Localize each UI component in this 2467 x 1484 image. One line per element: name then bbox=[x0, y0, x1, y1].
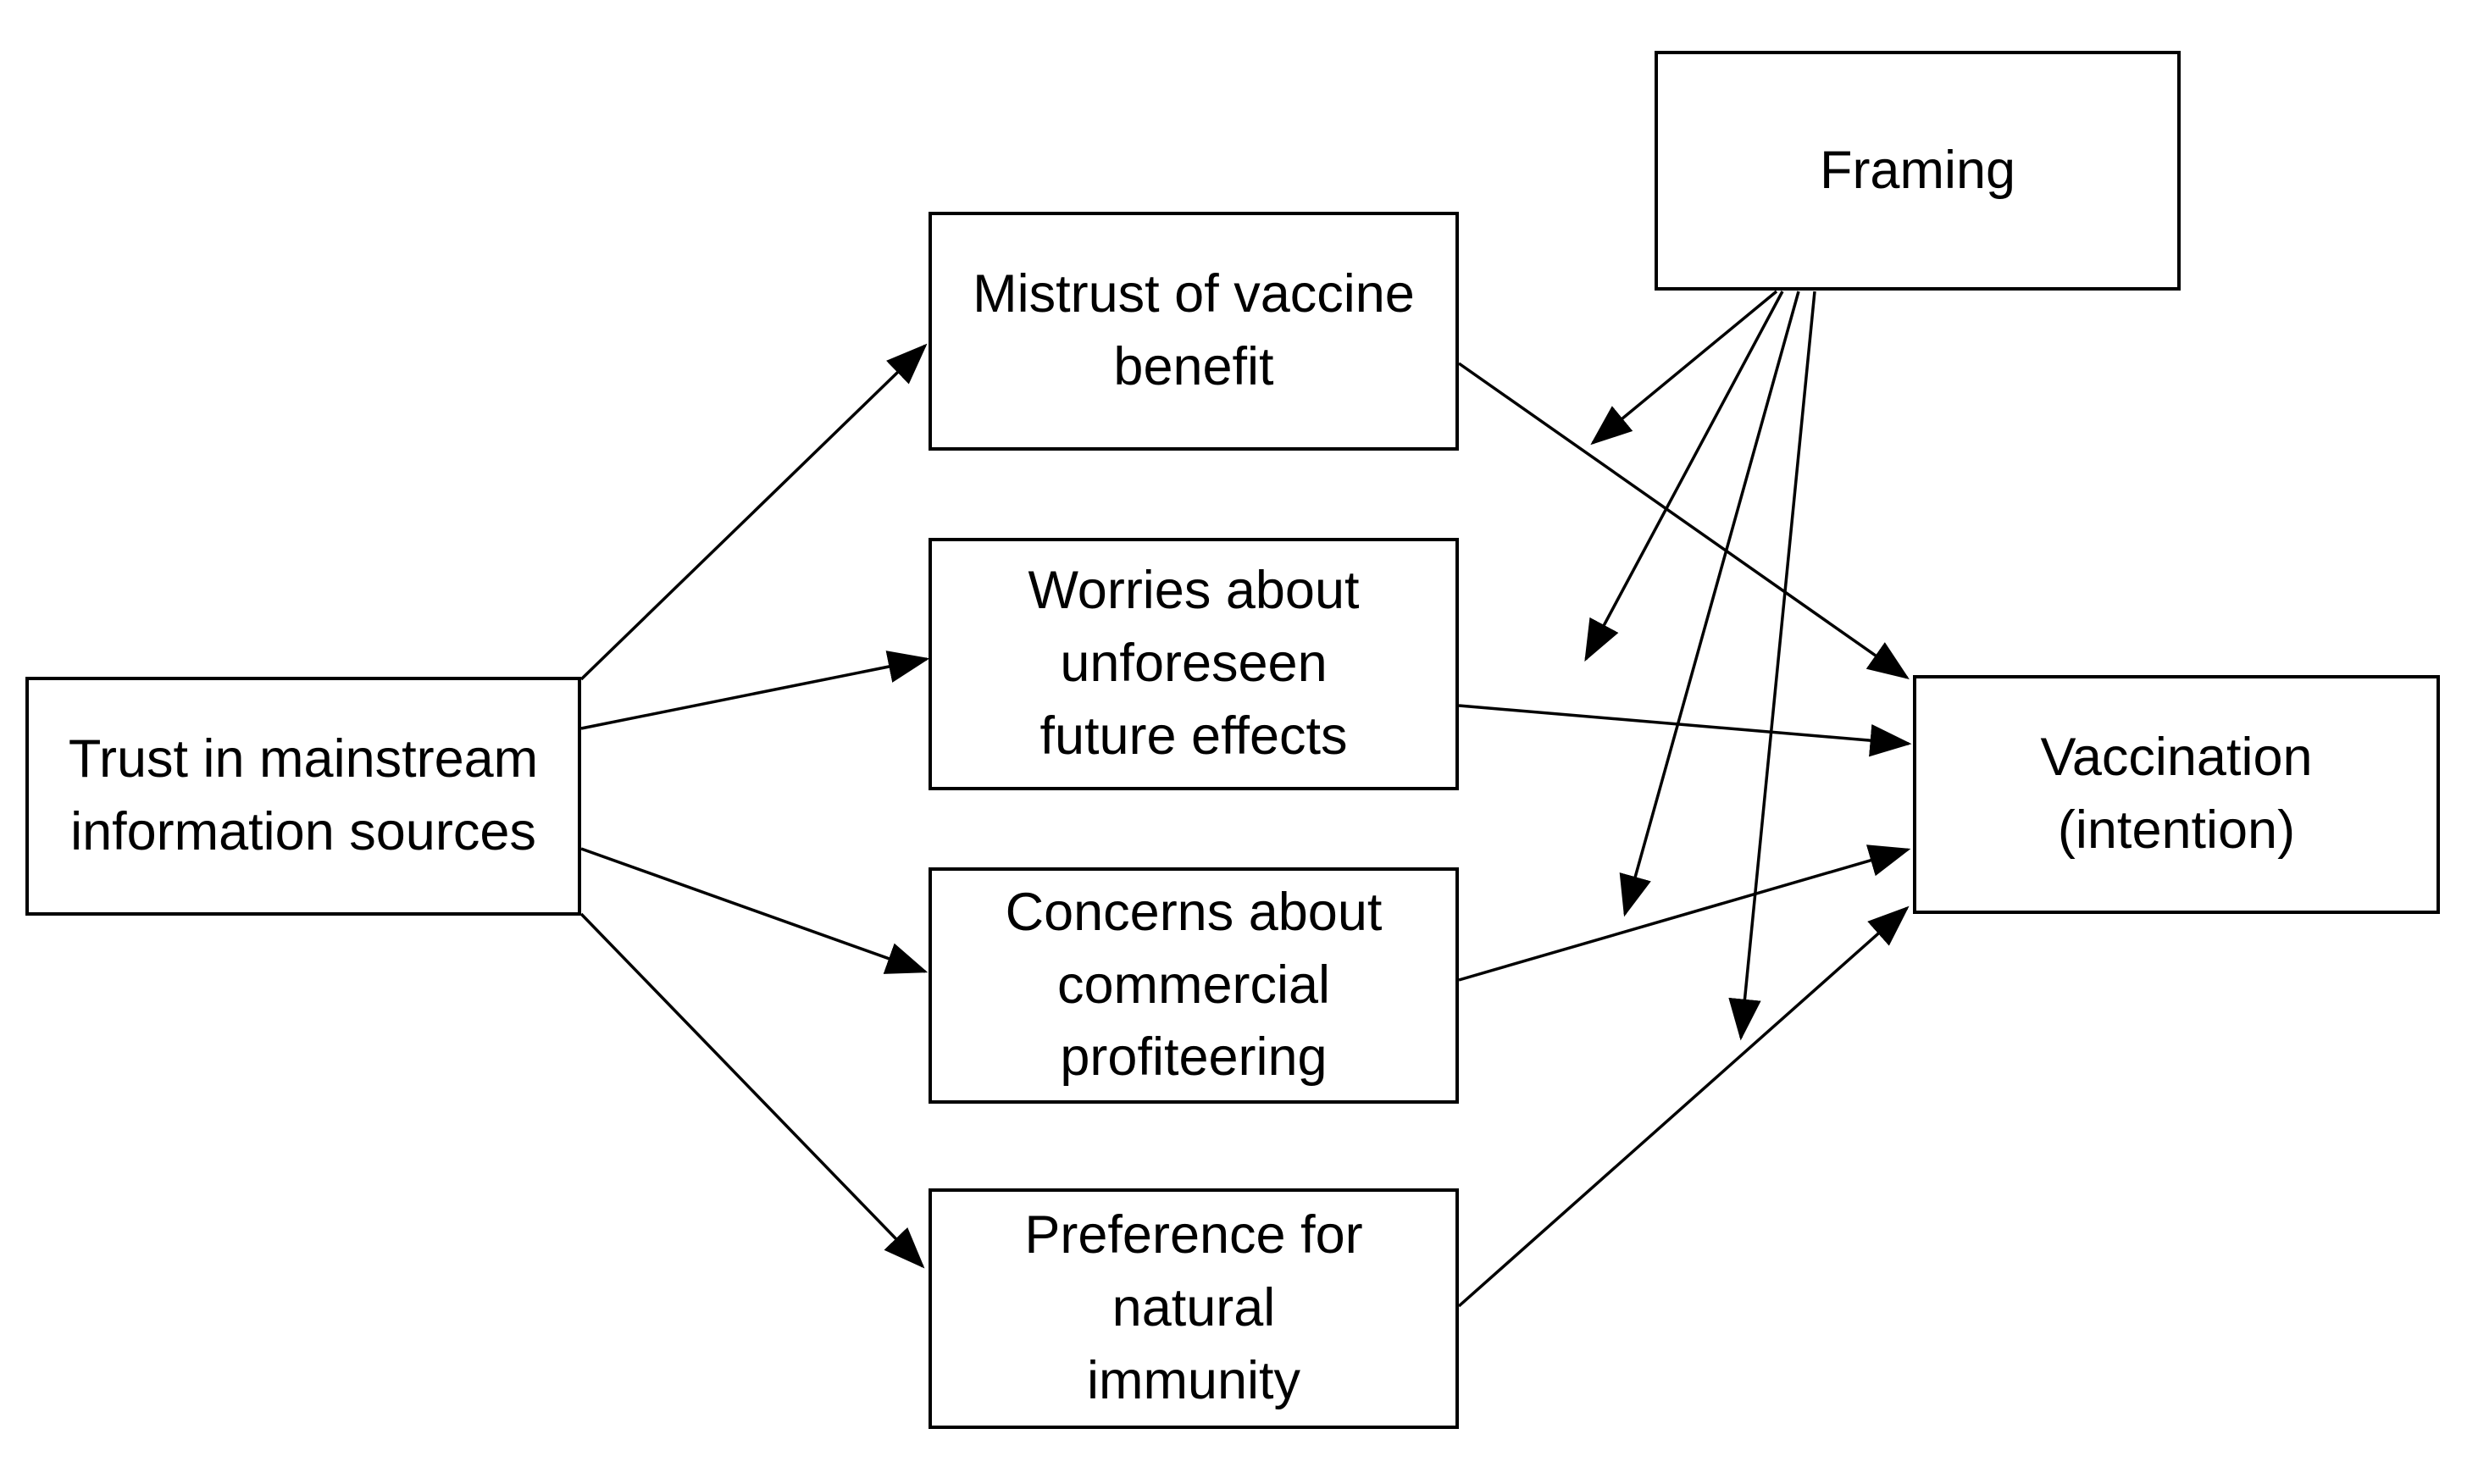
edge-preference-to-vaccination bbox=[1457, 905, 1910, 1308]
edge-framing-to-mistrust-path bbox=[1590, 290, 1778, 446]
edge-trust-to-preference bbox=[579, 912, 925, 1269]
node-label-mistrust: Mistrust of vaccine benefit bbox=[973, 264, 1415, 396]
edge-framing-to-preference-path bbox=[1728, 291, 1816, 1041]
edge-worries-to-vaccination bbox=[1458, 704, 1912, 757]
node-label-worries: Worries about unforeseen future effects bbox=[1028, 561, 1360, 766]
edge-trust-to-worries bbox=[580, 651, 930, 730]
node-label-concerns: Concerns about commercial profiteering bbox=[1005, 882, 1383, 1088]
edge-concerns-to-vaccination bbox=[1458, 844, 1911, 982]
node-concerns-about-commercial-profiteering: Concerns about commercial profiteering bbox=[929, 867, 1459, 1104]
node-label-vaccination: Vaccination (intention) bbox=[2040, 728, 2313, 860]
node-mistrust-of-vaccine-benefit: Mistrust of vaccine benefit bbox=[929, 212, 1459, 451]
edge-framing-to-concerns-path bbox=[1619, 291, 1800, 917]
edge-trust-to-concerns bbox=[580, 847, 929, 974]
node-worries-about-unforeseen-future-effects: Worries about unforeseen future effects bbox=[929, 538, 1459, 790]
node-label-trust: Trust in mainstream information sources bbox=[68, 729, 539, 861]
node-trust-in-mainstream-information-sources: Trust in mainstream information sources bbox=[25, 677, 581, 916]
node-label-preference: Preference for natural immunity bbox=[1024, 1205, 1363, 1410]
node-label-framing: Framing bbox=[1819, 140, 2016, 200]
node-framing: Framing bbox=[1655, 51, 2181, 291]
edge-framing-to-worries-path bbox=[1584, 291, 1784, 662]
edge-trust-to-mistrust bbox=[579, 343, 928, 681]
node-preference-for-natural-immunity: Preference for natural immunity bbox=[929, 1188, 1459, 1429]
node-vaccination-intention: Vaccination (intention) bbox=[1913, 675, 2440, 914]
edge-mistrust-to-vaccination bbox=[1457, 362, 1910, 680]
